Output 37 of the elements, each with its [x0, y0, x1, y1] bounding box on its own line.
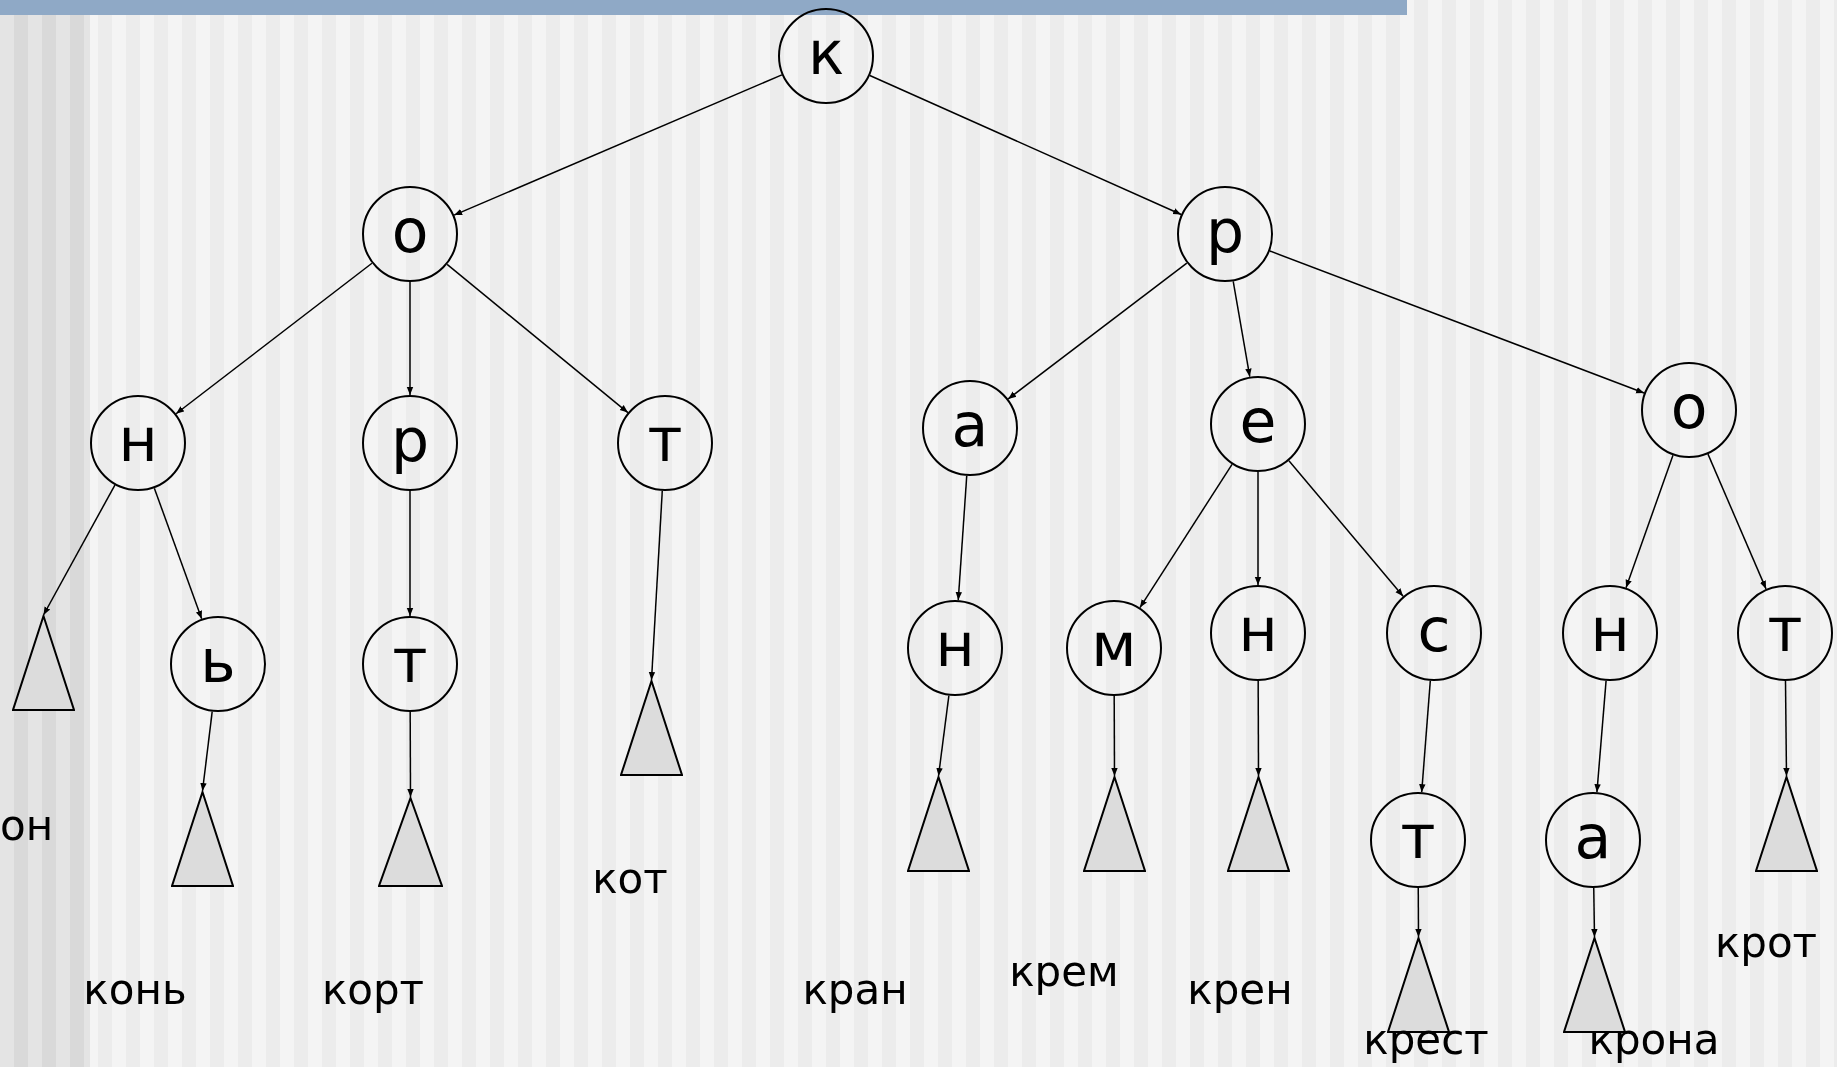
arrow — [1783, 680, 1790, 777]
word-label: корт — [321, 969, 425, 1011]
word-label: кот — [592, 858, 668, 900]
arrow — [1419, 680, 1432, 793]
word-label: крона — [1588, 1019, 1720, 1061]
arrow — [446, 263, 629, 414]
word-label: он — [0, 805, 54, 847]
arrow — [648, 490, 663, 681]
arrow — [936, 694, 950, 777]
arrow — [406, 281, 414, 396]
arrow — [1139, 463, 1233, 609]
arrow — [1591, 887, 1598, 938]
arrow — [869, 74, 1182, 216]
arrow — [175, 262, 373, 415]
arrow — [42, 484, 116, 616]
arrow — [1232, 280, 1252, 378]
arrow — [1255, 680, 1262, 777]
word-label: крот — [1714, 922, 1818, 964]
arrow — [153, 487, 203, 620]
arrow — [406, 490, 414, 617]
arrow — [1111, 695, 1118, 777]
arrow — [453, 74, 783, 216]
arrow — [1415, 887, 1422, 938]
arrow — [1269, 250, 1645, 394]
arrow — [1288, 459, 1404, 598]
arrow — [1254, 471, 1262, 586]
word-label: крем — [1009, 951, 1119, 993]
word-label: кран — [802, 969, 908, 1011]
arrow — [1625, 454, 1674, 589]
arrow — [955, 475, 968, 601]
word-label: конь — [83, 969, 187, 1011]
arrow — [1707, 453, 1767, 590]
arrow — [1007, 262, 1188, 400]
arrow — [407, 711, 414, 798]
arrow — [1594, 680, 1607, 793]
arrow — [200, 710, 213, 792]
word-label: крен — [1187, 969, 1293, 1011]
